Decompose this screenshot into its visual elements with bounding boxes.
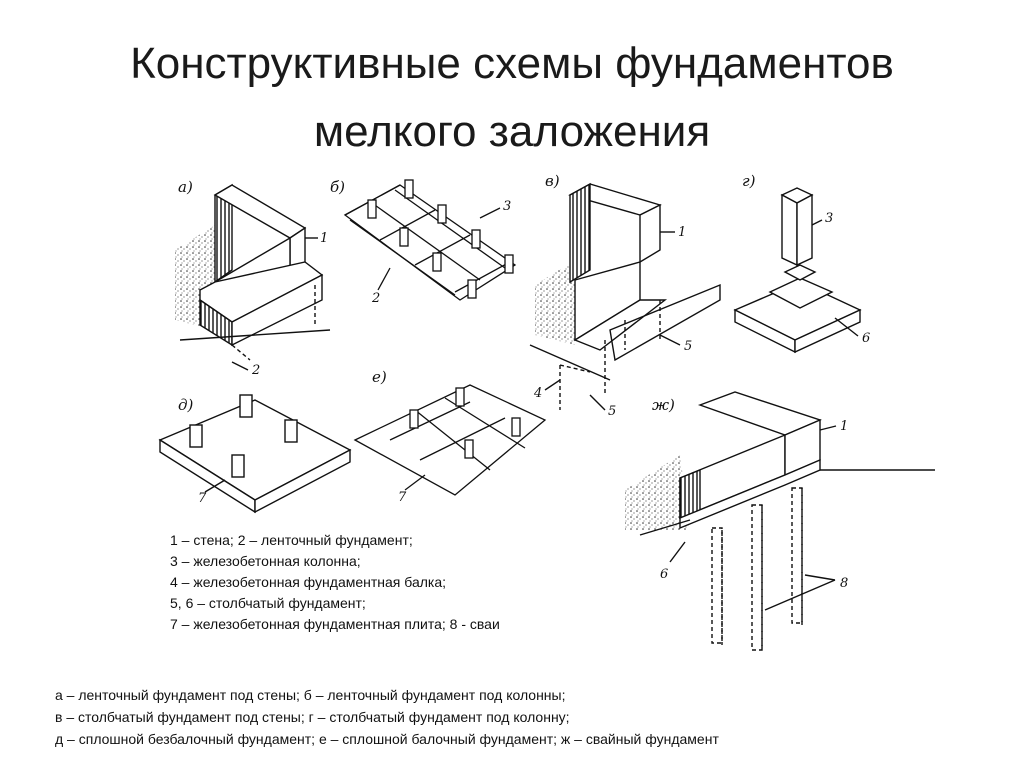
caption-line: д – сплошной безбалочный фундамент; е – … (55, 731, 719, 747)
callout-a-2: 2 (251, 363, 260, 378)
legend: 1 – стена; 2 – ленточный фундамент; 3 – … (170, 530, 590, 635)
callout-v-5b: 5 (608, 404, 616, 419)
panel-label-a: а) (178, 178, 193, 196)
callout-v-1: 1 (678, 225, 686, 240)
panel-v: в) 1 5 4 5 (529, 172, 721, 419)
callout-g-6: 6 (862, 331, 870, 346)
panel-label-zh: ж) (652, 396, 675, 414)
callout-d-7: 7 (198, 491, 207, 506)
callout-zh-1: 1 (840, 419, 848, 434)
panel-label-e: е) (372, 368, 387, 386)
panel-zh: ж) 1 6 8 (625, 391, 935, 651)
panel-b: б) 3 2 (330, 178, 517, 306)
caption-line: а – ленточный фундамент под стены; б – л… (55, 687, 566, 703)
page-title-line-2: мелкого заложения (313, 107, 711, 156)
figure-caption: а – ленточный фундамент под стены; б – л… (55, 684, 955, 750)
panel-label-g: г) (742, 172, 756, 190)
legend-item: 7 – железобетонная фундаментная плита; 8… (170, 616, 500, 632)
panel-d: д) 7 (158, 394, 352, 514)
callout-a-1: 1 (320, 231, 328, 246)
piles (711, 487, 803, 651)
callout-zh-8: 8 (840, 576, 848, 591)
callout-e-7: 7 (398, 490, 407, 505)
legend-item: 3 – железобетонная колонна; (170, 553, 361, 569)
slab-column-stubs (189, 394, 298, 478)
column-stubs (367, 179, 514, 299)
panel-g: г) 3 6 (733, 172, 870, 354)
panel-e: е) 7 (353, 368, 547, 505)
legend-item: 1 – стена; 2 – ленточный фундамент; (170, 532, 413, 548)
caption-line: в – столбчатый фундамент под стены; г – … (55, 709, 570, 725)
panel-a: а) 1 2 (175, 178, 331, 378)
callout-g-3: 3 (825, 211, 833, 226)
callout-b-2: 2 (371, 291, 380, 306)
page-title-line-1: Конструктивные схемы фундаментов (130, 39, 894, 88)
panel-label-d: д) (178, 396, 194, 414)
panel-label-b: б) (330, 178, 345, 196)
ribbed-column-stubs (409, 387, 521, 459)
legend-item: 4 – железобетонная фундаментная балка; (170, 574, 447, 590)
callout-v-5a: 5 (684, 339, 692, 354)
panel-label-v: в) (545, 172, 560, 190)
legend-item: 5, 6 – столбчатый фундамент; (170, 595, 366, 611)
callout-zh-6: 6 (660, 567, 668, 582)
callout-b-3: 3 (503, 199, 511, 214)
callout-v-4: 4 (533, 386, 542, 401)
